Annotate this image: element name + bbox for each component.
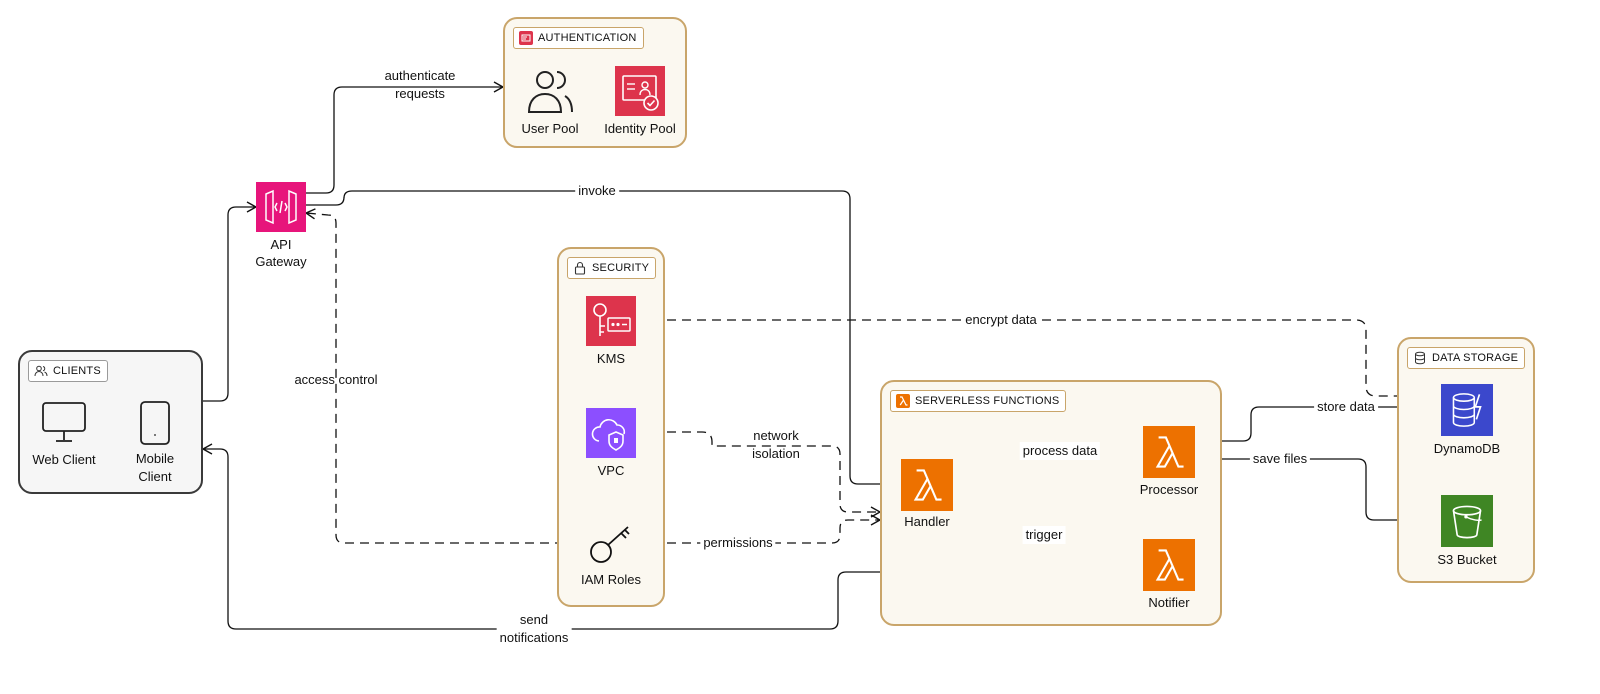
edge-label-permissions: permissions (700, 534, 776, 552)
clients-group: CLIENTS (18, 350, 203, 494)
kms-node[interactable]: KMS (576, 296, 646, 368)
handler-label: Handler (904, 514, 950, 529)
edge-label-authenticate-line2: requests (395, 86, 445, 101)
edge-authenticate-requests (306, 81, 505, 194)
notifier-label: Notifier (1148, 595, 1190, 610)
edge-label-send-line2: notifications (499, 630, 569, 645)
lambda-small-icon (896, 394, 910, 408)
mobile-client-node[interactable]: Mobile Client (124, 400, 186, 486)
edge-label-encrypt-data: encrypt data (962, 311, 1040, 329)
lambda-icon (1143, 426, 1195, 478)
iam-roles-node[interactable]: IAM Roles (571, 520, 651, 589)
edge-label-access-control: access control (294, 372, 378, 387)
api-gateway-label-line1: API (270, 237, 292, 252)
api-gateway-node[interactable]: API Gateway (246, 182, 316, 270)
edge-label-authenticate-line1: authenticate (384, 68, 456, 83)
s3-bucket-label: S3 Bucket (1437, 552, 1497, 567)
mobile-client-label: Mobile Client (124, 450, 186, 486)
identity-card-icon (615, 66, 665, 116)
edge-label-network-isolation: network isolation (749, 427, 803, 463)
edge-label-save-files: save files (1249, 450, 1311, 468)
lambda-icon (1143, 539, 1195, 591)
dynamodb-icon (1441, 384, 1493, 436)
user-pool-node[interactable]: User Pool (512, 66, 588, 138)
lock-icon (574, 261, 586, 275)
key-outline-icon (590, 526, 630, 563)
cognito-icon (519, 31, 533, 45)
edge-label-authenticate-requests: authenticate requests (382, 67, 459, 103)
edge-label-network-line1: network (753, 428, 799, 443)
mobile-phone-icon (140, 401, 170, 445)
user-pool-label: User Pool (521, 121, 579, 136)
processor-lambda-node[interactable]: Processor (1130, 426, 1208, 499)
authentication-group-label: AUTHENTICATION (513, 27, 644, 49)
web-client-node[interactable]: Web Client (26, 400, 102, 469)
dynamodb-node[interactable]: DynamoDB (1426, 384, 1508, 458)
vpc-label: VPC (597, 463, 625, 478)
vpc-cloud-icon (586, 408, 636, 458)
iam-roles-label: IAM Roles (581, 572, 641, 587)
clients-group-label: CLIENTS (28, 360, 108, 382)
api-gateway-icon (256, 182, 306, 232)
handler-lambda-node[interactable]: Handler (892, 459, 962, 531)
edge-save-files (1195, 458, 1443, 526)
edge-label-send-notifications: send notifications (496, 611, 572, 647)
processor-label: Processor (1139, 482, 1199, 497)
users-icon (527, 71, 573, 113)
edge-encrypt-data (637, 319, 1443, 402)
api-gateway-label-line2: Gateway (255, 254, 307, 269)
s3-bucket-icon (1441, 495, 1493, 547)
identity-pool-node[interactable]: Identity Pool (600, 66, 680, 138)
web-client-label: Web Client (32, 452, 96, 467)
edge-permissions (637, 514, 882, 544)
security-group-label: SECURITY (567, 257, 657, 279)
edge-clients-to-gateway (203, 201, 258, 402)
dynamodb-label: DynamoDB (1433, 441, 1501, 456)
database-icon (1415, 351, 1425, 365)
edge-store-data (1195, 401, 1443, 442)
mobile-client-label-line1: Mobile (135, 451, 175, 466)
vpc-node[interactable]: VPC (576, 408, 646, 480)
edge-label-store-data: store data (1314, 398, 1378, 416)
edge-label-process-data: process data (1019, 442, 1101, 460)
edge-label-invoke: invoke (575, 182, 619, 200)
edge-label-send-line1: send (519, 612, 549, 627)
identity-pool-label: Identity Pool (604, 121, 676, 136)
kms-label: KMS (596, 351, 626, 366)
data-storage-group-label: DATA STORAGE (1407, 347, 1526, 369)
monitor-icon (42, 402, 86, 442)
edge-label-trigger: trigger (1022, 526, 1066, 544)
edge-label-network-line2: isolation (752, 446, 800, 461)
key-icon (586, 296, 636, 346)
api-gateway-label: API Gateway (246, 236, 316, 270)
lambda-icon (901, 459, 953, 511)
users-icon (34, 365, 48, 377)
notifier-lambda-node[interactable]: Notifier (1130, 539, 1208, 612)
edge-network-isolation (637, 431, 882, 518)
serverless-functions-group-label: SERVERLESS FUNCTIONS (890, 390, 1067, 412)
s3-bucket-node[interactable]: S3 Bucket (1426, 495, 1508, 569)
mobile-client-label-line2: Client (138, 469, 172, 484)
